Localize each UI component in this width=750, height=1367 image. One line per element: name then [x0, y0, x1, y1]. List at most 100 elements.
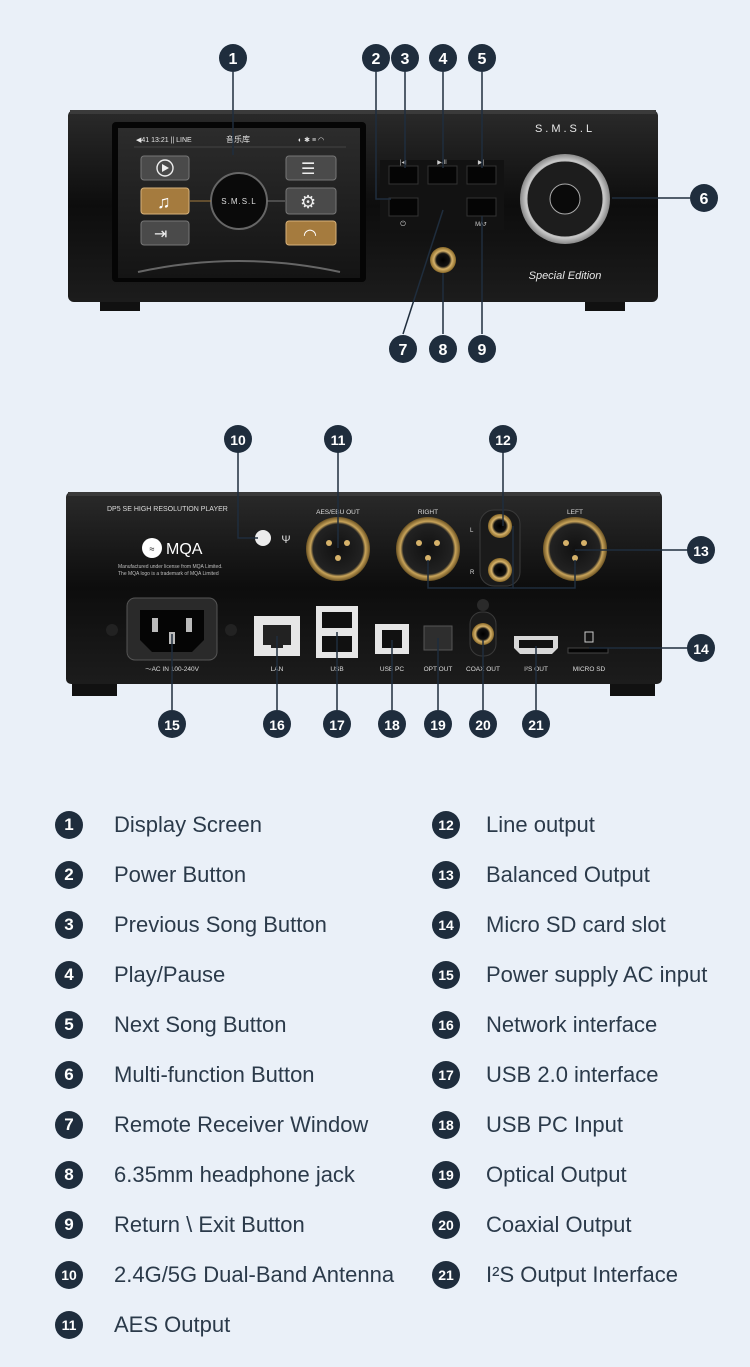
legend-num: 15	[432, 961, 460, 989]
legend-num: 20	[432, 1211, 460, 1239]
svg-text:☰: ☰	[301, 161, 315, 178]
legend-label: Play/Pause	[114, 962, 226, 987]
callout-11: 11	[324, 425, 352, 453]
svg-text:17: 17	[329, 717, 345, 733]
svg-text:⚙: ⚙	[300, 192, 316, 212]
svg-text:R: R	[470, 570, 475, 576]
legend-num: 7	[55, 1111, 83, 1139]
legend-label: Previous Song Button	[114, 912, 327, 937]
legend-label: Coaxial Output	[486, 1212, 632, 1237]
svg-text:L: L	[470, 528, 474, 534]
svg-text:RIGHT: RIGHT	[418, 509, 438, 516]
screen-input-tile[interactable]	[140, 220, 190, 246]
mqa-note-2: The MQA logo is a trademark of MQA Limit…	[118, 571, 219, 577]
callout-21: 21	[522, 710, 550, 738]
screen-status-icons: ◐ ✱ ≡ ◠	[298, 136, 324, 144]
callout-17: 17	[323, 710, 351, 738]
ac-power-inlet[interactable]: 〜AC IN 100-240V	[106, 597, 237, 673]
legend-label: Line output	[486, 812, 595, 837]
legend-label: USB 2.0 interface	[486, 1062, 659, 1087]
multi-function-knob[interactable]	[520, 154, 610, 244]
legend-num: 2	[55, 861, 83, 889]
legend-label: Display Screen	[114, 812, 262, 837]
legend-label: 2.4G/5G Dual-Band Antenna	[114, 1262, 395, 1287]
next-button[interactable]	[466, 165, 497, 185]
rca-line-outputs[interactable]: L R	[470, 509, 521, 587]
callout-16: 16	[263, 710, 291, 738]
legend-num: 8	[55, 1161, 83, 1189]
svg-text:16: 16	[269, 717, 285, 733]
legend-label: Power supply AC input	[486, 962, 708, 987]
svg-text:19: 19	[430, 717, 446, 733]
callout-9: 9	[468, 335, 496, 363]
svg-text:5: 5	[478, 51, 487, 68]
svg-text:♫: ♫	[157, 192, 171, 212]
micro-sd-slot[interactable]: MICRO SD	[567, 631, 609, 673]
return-button[interactable]	[466, 197, 497, 217]
svg-text:13: 13	[693, 543, 709, 559]
screen-settings-tile[interactable]	[285, 187, 337, 215]
legend-num: 14	[432, 911, 460, 939]
legend-label: USB PC Input	[486, 1112, 623, 1137]
legend-num: 19	[432, 1161, 460, 1189]
callout-18: 18	[378, 710, 406, 738]
screen-wifi-tile[interactable]	[285, 220, 337, 246]
callout-2: 2	[362, 44, 390, 72]
legend-num: 6	[55, 1061, 83, 1089]
legend-num: 1	[55, 811, 83, 839]
legend-num: 11	[55, 1311, 83, 1339]
mqa-logo: MQA	[166, 541, 203, 558]
legend-label: Network interface	[486, 1012, 658, 1037]
svg-text:7: 7	[399, 342, 408, 359]
antenna-connector[interactable]	[255, 530, 271, 546]
legend-label: 6.35mm headphone jack	[114, 1162, 355, 1187]
svg-text:21: 21	[528, 717, 544, 733]
legend-num: 13	[432, 861, 460, 889]
svg-text:▶/II: ▶/II	[437, 160, 447, 166]
callout-13: 13	[687, 536, 715, 564]
callout-1: 1	[219, 44, 247, 72]
legend-num: 16	[432, 1011, 460, 1039]
legend-label: Multi-function Button	[114, 1062, 315, 1087]
svg-text:1: 1	[229, 51, 238, 68]
svg-text:15: 15	[164, 717, 180, 733]
legend-num: 4	[55, 961, 83, 989]
callout-5: 5	[468, 44, 496, 72]
power-button[interactable]	[388, 197, 419, 217]
legend-num: 10	[55, 1261, 83, 1289]
headphone-jack[interactable]	[430, 247, 456, 273]
front-brand: S.M.S.L	[535, 123, 595, 135]
prev-button[interactable]	[388, 165, 419, 185]
svg-text:11: 11	[331, 432, 346, 448]
legend-num: 12	[432, 811, 460, 839]
svg-text:20: 20	[475, 717, 491, 733]
screen-music-tile[interactable]	[140, 187, 190, 215]
callout-7: 7	[389, 335, 417, 363]
front-edition: Special Edition	[529, 270, 602, 282]
svg-text:|◀: |◀	[400, 160, 407, 166]
left-xlr-port[interactable]: LEFT	[543, 509, 607, 581]
svg-text:14: 14	[693, 641, 709, 657]
svg-text:⏻: ⏻	[400, 220, 406, 228]
front-panel: ◀41 13:21 || LINE 音乐库 ◐ ✱ ≡ ◠ ♫ ⇥ S.M.S.…	[68, 110, 658, 311]
display-screen[interactable]: ◀41 13:21 || LINE 音乐库 ◐ ✱ ≡ ◠ ♫ ⇥ S.M.S.…	[112, 122, 366, 282]
legend-label: Optical Output	[486, 1162, 627, 1187]
right-xlr-port[interactable]: RIGHT	[396, 509, 460, 581]
legend-label: Power Button	[114, 862, 247, 887]
callout-20: 20	[469, 710, 497, 738]
legend-label: I²S Output Interface	[486, 1262, 678, 1287]
svg-text:◠: ◠	[303, 227, 317, 244]
legend-label: Next Song Button	[114, 1012, 287, 1037]
svg-text:4: 4	[439, 51, 448, 68]
button-cluster: |◀ ▶/II ▶| ⏻ M/↺	[380, 160, 504, 230]
callout-10: 10	[224, 425, 252, 453]
legend-num: 18	[432, 1111, 460, 1139]
svg-text:M/↺: M/↺	[475, 222, 487, 228]
screen-title: 音乐库	[226, 134, 250, 144]
screen-logo: S.M.S.L	[221, 197, 256, 206]
legend-label: Micro SD card slot	[486, 912, 666, 937]
svg-text:8: 8	[439, 342, 448, 359]
play-pause-button[interactable]	[427, 165, 458, 185]
screen-list-tile[interactable]	[285, 155, 337, 181]
